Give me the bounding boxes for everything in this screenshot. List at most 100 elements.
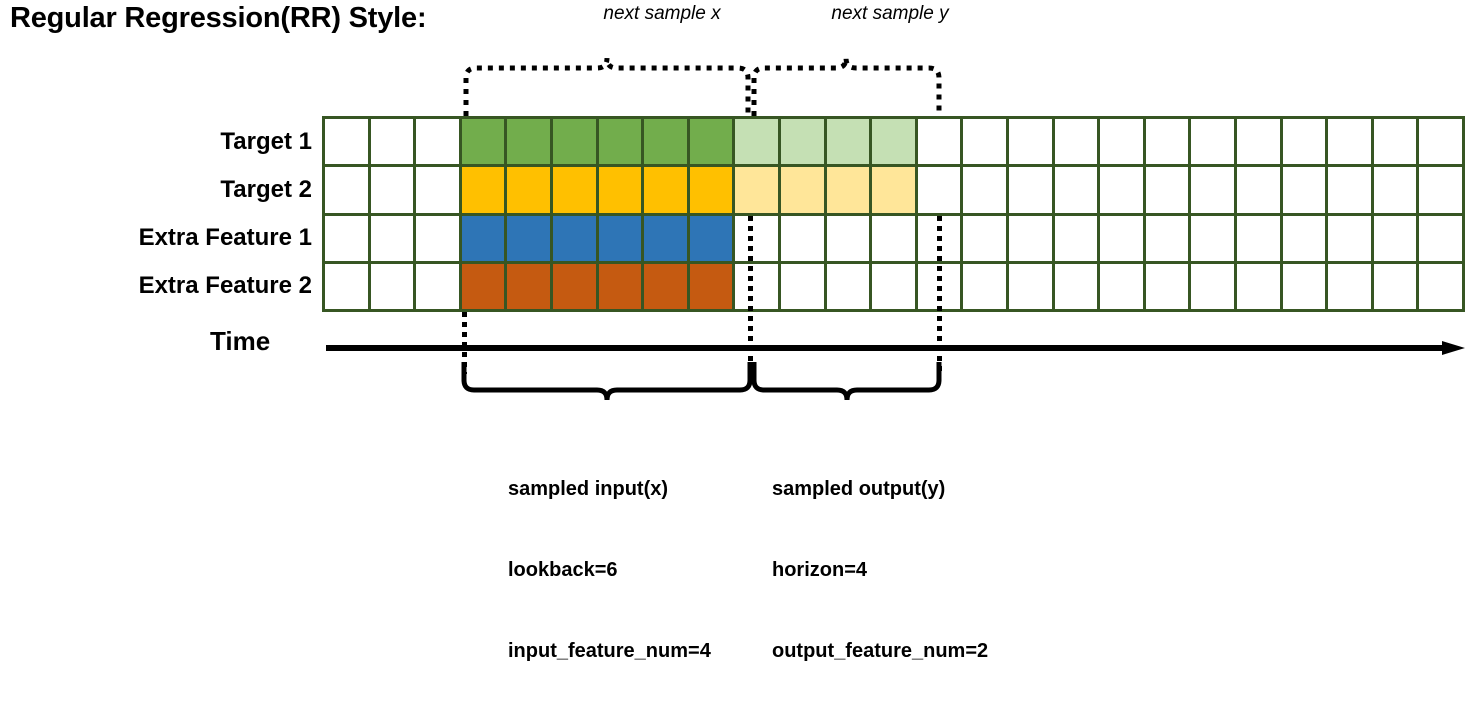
grid-cell-r0-c23 <box>1373 119 1417 165</box>
annotation-input-lookback: lookback=6 <box>508 559 618 581</box>
grid-cell-r3-c16 <box>1054 263 1098 309</box>
grid-cell-r3-c18 <box>1145 263 1189 309</box>
grid-cell-r2-c23 <box>1373 215 1417 261</box>
annotation-sampled-input: sampled input(x) lookback=6 input_featur… <box>508 422 711 719</box>
grid-cell-r3-c14 <box>963 263 1006 309</box>
row-label-target-1: Target 1 <box>220 128 312 155</box>
grid-cell-r2-c14 <box>963 215 1006 261</box>
timeline-grid <box>322 116 1465 312</box>
grid-cell-r0-c16 <box>1054 119 1098 165</box>
grid-cell-r2-c6 <box>598 215 642 261</box>
grid-cell-r0-c1 <box>370 119 414 165</box>
grid-cell-r2-c1 <box>370 215 414 261</box>
grid-cell-r0-c14 <box>963 119 1006 165</box>
grid-cell-r2-c5 <box>552 215 596 261</box>
grid-cell-r0-c12 <box>872 119 915 165</box>
grid-cell-r1-c8 <box>689 167 733 213</box>
row-label-extra-feature-1: Extra Feature 1 <box>138 224 312 251</box>
label-next-sample-x: next sample x <box>603 3 721 24</box>
grid-cell-r3-c1 <box>370 263 414 309</box>
grid-cell-r2-c3 <box>461 215 505 261</box>
label-next-sample-y: next sample y <box>831 3 949 24</box>
grid-cell-r1-c17 <box>1100 167 1143 213</box>
grid-cell-r2-c7 <box>644 215 687 261</box>
grid-cell-r1-c5 <box>552 167 596 213</box>
grid-cell-r1-c16 <box>1054 167 1098 213</box>
divider-input-start <box>462 312 467 374</box>
grid-cell-r2-c11 <box>826 215 870 261</box>
grid-cell-r3-c20 <box>1236 263 1280 309</box>
annotation-input-feature-num: input_feature_num=4 <box>508 640 711 662</box>
grid-cell-r1-c13 <box>917 167 961 213</box>
grid-cell-r2-c9 <box>735 215 778 261</box>
grid-cell-r3-c12 <box>872 263 915 309</box>
divider-input-end <box>748 216 753 374</box>
grid-cell-r3-c5 <box>552 263 596 309</box>
grid-cell-r3-c17 <box>1100 263 1143 309</box>
grid-cell-r2-c12 <box>872 215 915 261</box>
row-label-extra-feature-2: Extra Feature 2 <box>138 272 312 299</box>
grid-cell-r0-c7 <box>644 119 687 165</box>
grid-cell-r0-c22 <box>1328 119 1371 165</box>
grid-cell-r1-c2 <box>416 167 459 213</box>
grid-cell-r3-c7 <box>644 263 687 309</box>
grid-cell-r3-c4 <box>507 263 550 309</box>
time-axis-arrow <box>326 341 1465 355</box>
grid-cell-r3-c10 <box>780 263 824 309</box>
annotation-sampled-output: sampled output(y) horizon=4 output_featu… <box>772 422 988 719</box>
grid-cell-r3-c2 <box>416 263 459 309</box>
grid-cell-r1-c6 <box>598 167 642 213</box>
grid-cell-r3-c0 <box>325 263 368 309</box>
grid-cell-r1-c20 <box>1236 167 1280 213</box>
grid-cell-r2-c2 <box>416 215 459 261</box>
grid-cell-r1-c12 <box>872 167 915 213</box>
grid-cell-r2-c15 <box>1008 215 1052 261</box>
grid-cell-r0-c19 <box>1191 119 1234 165</box>
grid-cell-r2-c24 <box>1419 215 1462 261</box>
grid-cell-r0-c10 <box>780 119 824 165</box>
grid-cell-r0-c2 <box>416 119 459 165</box>
axis-label-time: Time <box>210 326 271 356</box>
grid-cell-r1-c7 <box>644 167 687 213</box>
grid-cell-r1-c23 <box>1373 167 1417 213</box>
row-label-target-2: Target 2 <box>220 176 312 203</box>
grid-cell-r0-c15 <box>1008 119 1052 165</box>
grid-cell-r1-c21 <box>1282 167 1326 213</box>
grid-cell-r2-c21 <box>1282 215 1326 261</box>
grid-cell-r3-c24 <box>1419 263 1462 309</box>
grid-cell-r1-c4 <box>507 167 550 213</box>
grid-cell-r3-c19 <box>1191 263 1234 309</box>
grid-cell-r1-c22 <box>1328 167 1371 213</box>
grid-cell-r1-c19 <box>1191 167 1234 213</box>
grid-cell-r0-c6 <box>598 119 642 165</box>
grid-cell-r0-c20 <box>1236 119 1280 165</box>
grid-cell-r3-c15 <box>1008 263 1052 309</box>
grid-cell-r0-c4 <box>507 119 550 165</box>
grid-cell-r2-c8 <box>689 215 733 261</box>
grid-cell-r0-c17 <box>1100 119 1143 165</box>
grid-cell-r1-c11 <box>826 167 870 213</box>
annotation-output-feature-num: output_feature_num=2 <box>772 640 989 662</box>
grid-cell-r2-c0 <box>325 215 368 261</box>
grid-cell-r2-c16 <box>1054 215 1098 261</box>
grid-cell-r2-c22 <box>1328 215 1371 261</box>
grid-cell-r0-c13 <box>917 119 961 165</box>
grid-cell-r2-c17 <box>1100 215 1143 261</box>
grid-cell-r3-c6 <box>598 263 642 309</box>
grid-cell-r3-c8 <box>689 263 733 309</box>
grid-cell-r1-c14 <box>963 167 1006 213</box>
grid-cell-r3-c9 <box>735 263 778 309</box>
annotation-output-horizon: horizon=4 <box>772 559 868 581</box>
grid-cell-r0-c8 <box>689 119 733 165</box>
grid-cell-r0-c9 <box>735 119 778 165</box>
grid-cell-r2-c20 <box>1236 215 1280 261</box>
grid-cell-r0-c21 <box>1282 119 1326 165</box>
annotation-input-title: sampled input(x) <box>508 478 669 500</box>
annotation-output-title: sampled output(y) <box>772 478 946 500</box>
grid-cell-r1-c0 <box>325 167 368 213</box>
grid-cell-r3-c22 <box>1328 263 1371 309</box>
grid-cell-r0-c0 <box>325 119 368 165</box>
grid-cell-r1-c3 <box>461 167 505 213</box>
grid-cell-r0-c18 <box>1145 119 1189 165</box>
grid-cell-r1-c9 <box>735 167 778 213</box>
